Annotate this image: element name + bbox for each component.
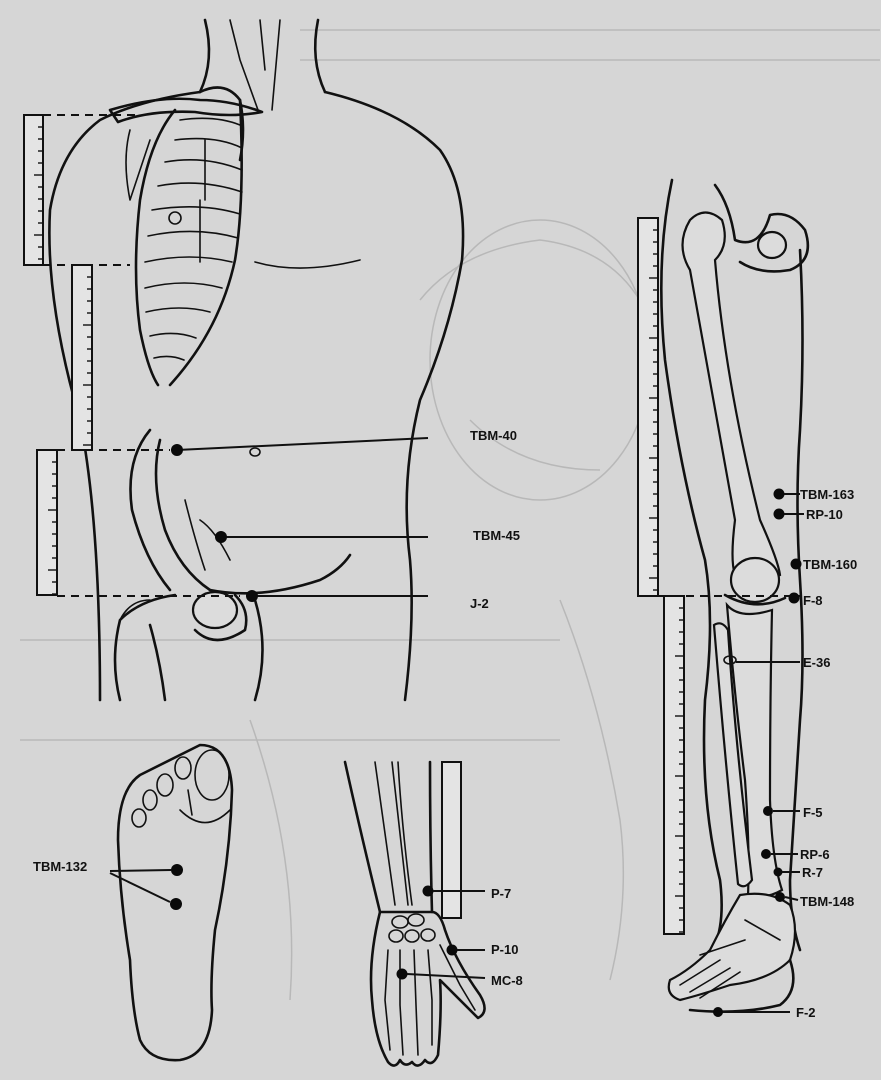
label-r7: R-7 bbox=[802, 865, 823, 880]
label-tbm45: TBM-45 bbox=[473, 528, 520, 543]
pelvis-side bbox=[715, 185, 808, 271]
hand-bones bbox=[385, 914, 475, 1055]
label-mc8: MC-8 bbox=[491, 973, 523, 988]
point-p7 bbox=[423, 886, 434, 897]
torso-ruler-upper bbox=[24, 115, 135, 265]
label-f8: F-8 bbox=[803, 593, 823, 608]
point-mc8 bbox=[397, 969, 408, 980]
point-rp6 bbox=[761, 849, 771, 859]
label-rp6: RP-6 bbox=[800, 847, 830, 862]
label-p7: P-7 bbox=[491, 886, 511, 901]
waist-line bbox=[255, 260, 360, 268]
point-tbm40 bbox=[171, 444, 183, 456]
foot-bones bbox=[669, 894, 795, 1000]
torso-acupoints: TBM-40 TBM-45 J-2 bbox=[171, 428, 520, 611]
point-tbm160 bbox=[791, 559, 802, 570]
torso-neck-right bbox=[315, 20, 325, 92]
forearm-hand: P-7 P-10 MC-8 bbox=[345, 762, 523, 1066]
point-tbm148 bbox=[775, 892, 785, 902]
label-p10: P-10 bbox=[491, 942, 518, 957]
label-tbm160: TBM-160 bbox=[803, 557, 857, 572]
pelvis bbox=[115, 430, 350, 700]
scapula bbox=[126, 130, 150, 200]
point-r7 bbox=[774, 868, 783, 877]
label-tbm132: TBM-132 bbox=[33, 859, 87, 874]
hand-outline bbox=[371, 912, 485, 1066]
point-p10 bbox=[447, 945, 458, 956]
forearm-ruler bbox=[442, 762, 461, 918]
point-tbm163 bbox=[774, 489, 785, 500]
torso-right-outline bbox=[325, 92, 463, 700]
label-tbm148: TBM-148 bbox=[800, 894, 854, 909]
point-f2 bbox=[713, 1007, 723, 1017]
radius-ulna bbox=[375, 762, 412, 905]
foot-sole: TBM-132 bbox=[33, 745, 232, 1060]
point-tbm45 bbox=[215, 531, 227, 543]
label-tbm40: TBM-40 bbox=[470, 428, 517, 443]
point-f5 bbox=[763, 806, 773, 816]
torso-ruler-middle bbox=[72, 265, 92, 450]
point-rp10 bbox=[774, 509, 785, 520]
forearm-left bbox=[345, 762, 380, 912]
label-rp10: RP-10 bbox=[806, 507, 843, 522]
label-f2: F-2 bbox=[796, 1005, 816, 1020]
rib-cage bbox=[136, 88, 243, 386]
point-f8 bbox=[789, 593, 800, 604]
torso-neck-left bbox=[200, 20, 209, 92]
label-f5: F-5 bbox=[803, 805, 823, 820]
label-j2: J-2 bbox=[470, 596, 489, 611]
point-tbm132-upper bbox=[171, 864, 183, 876]
point-tbm132-lower bbox=[170, 898, 182, 910]
point-j2 bbox=[246, 590, 258, 602]
label-e36: E-36 bbox=[803, 655, 830, 670]
label-tbm163: TBM-163 bbox=[800, 487, 854, 502]
torso-ruler-lower bbox=[37, 450, 240, 596]
